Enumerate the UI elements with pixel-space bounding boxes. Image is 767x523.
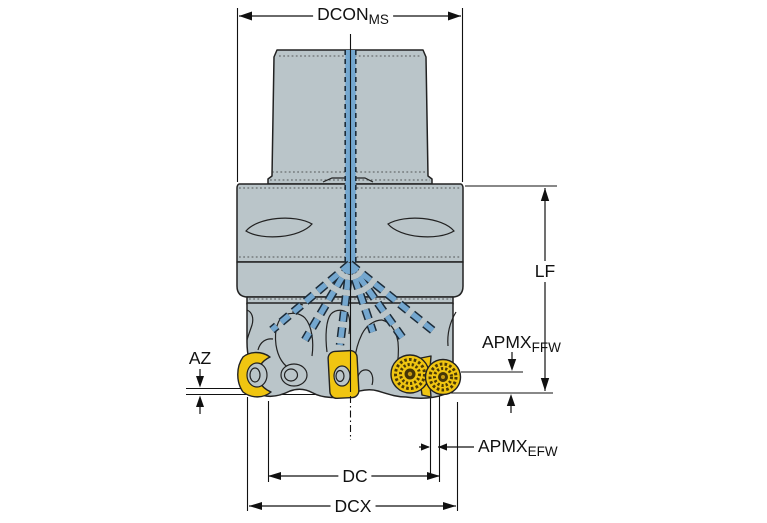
pocket-outline: [246, 309, 254, 341]
arrowhead: [249, 502, 262, 510]
pocket-boss-inner: [283, 368, 299, 382]
lf-main: LF: [534, 261, 556, 281]
arrowheads: [196, 11, 550, 510]
round-insert-front: [424, 358, 462, 396]
dcon-subscript: MS: [368, 12, 389, 27]
pocket-outline: [325, 309, 351, 353]
witness-lines: [186, 8, 557, 511]
insert-serration-rings: [394, 358, 426, 390]
arrowhead: [448, 11, 461, 21]
coolant-branch: [337, 263, 353, 346]
arrowhead: [196, 395, 204, 407]
insert-screw-details: [246, 362, 351, 388]
wrench-flat-left: [245, 217, 313, 238]
pocket-outline: [284, 312, 314, 357]
serration-ring: [433, 367, 453, 387]
dc-main: DC: [342, 466, 368, 486]
arrowhead: [421, 443, 430, 451]
label-dcx: DCX: [330, 496, 376, 518]
apmx-efw-main: APMX: [478, 436, 528, 456]
arrowhead: [540, 378, 550, 391]
arrowhead: [540, 188, 550, 201]
apmx-efw-subscript: EFW: [527, 444, 558, 459]
arrowhead: [507, 359, 517, 371]
apmx-ffw-main: APMX: [482, 332, 532, 352]
screw-slot: [249, 367, 261, 383]
arrowhead: [427, 472, 440, 480]
insert-screw-center: [407, 371, 413, 377]
insert-serration-rings: [428, 362, 458, 392]
label-lf: LF: [530, 261, 560, 283]
arrowhead: [196, 376, 204, 388]
label-dc: DC: [338, 466, 372, 488]
round-insert-rear: [390, 354, 430, 394]
label-az: AZ: [188, 348, 212, 368]
screw-slot: [335, 369, 345, 383]
az-main: AZ: [188, 348, 212, 368]
arrowhead: [268, 472, 281, 480]
label-apmx-ffw: APMXFFW: [482, 332, 561, 355]
coolant-branches: [270, 261, 438, 346]
coolant-branch: [348, 261, 438, 336]
insert-screw-center: [441, 375, 445, 379]
coolant-branch: [347, 263, 376, 333]
arrowhead: [438, 443, 447, 451]
apmx-ffw-subscript: FFW: [531, 340, 561, 355]
serration-ring: [428, 362, 458, 392]
wrench-flat-right: [387, 217, 455, 238]
arrowhead: [506, 394, 516, 406]
label-dcon-ms: DCONMS: [313, 4, 393, 27]
serration-ring: [399, 363, 421, 385]
label-apmx-efw: APMXEFW: [478, 436, 558, 459]
arrowhead: [443, 502, 456, 510]
coolant-branch: [302, 262, 353, 342]
coolant-branch: [270, 261, 352, 333]
pocket-outline: [257, 338, 274, 351]
arrowhead: [239, 11, 252, 21]
pocket-outline: [447, 311, 457, 347]
serration-ring: [394, 358, 426, 390]
dcx-main: DCX: [334, 496, 372, 516]
dcon-main: DCON: [317, 4, 369, 24]
